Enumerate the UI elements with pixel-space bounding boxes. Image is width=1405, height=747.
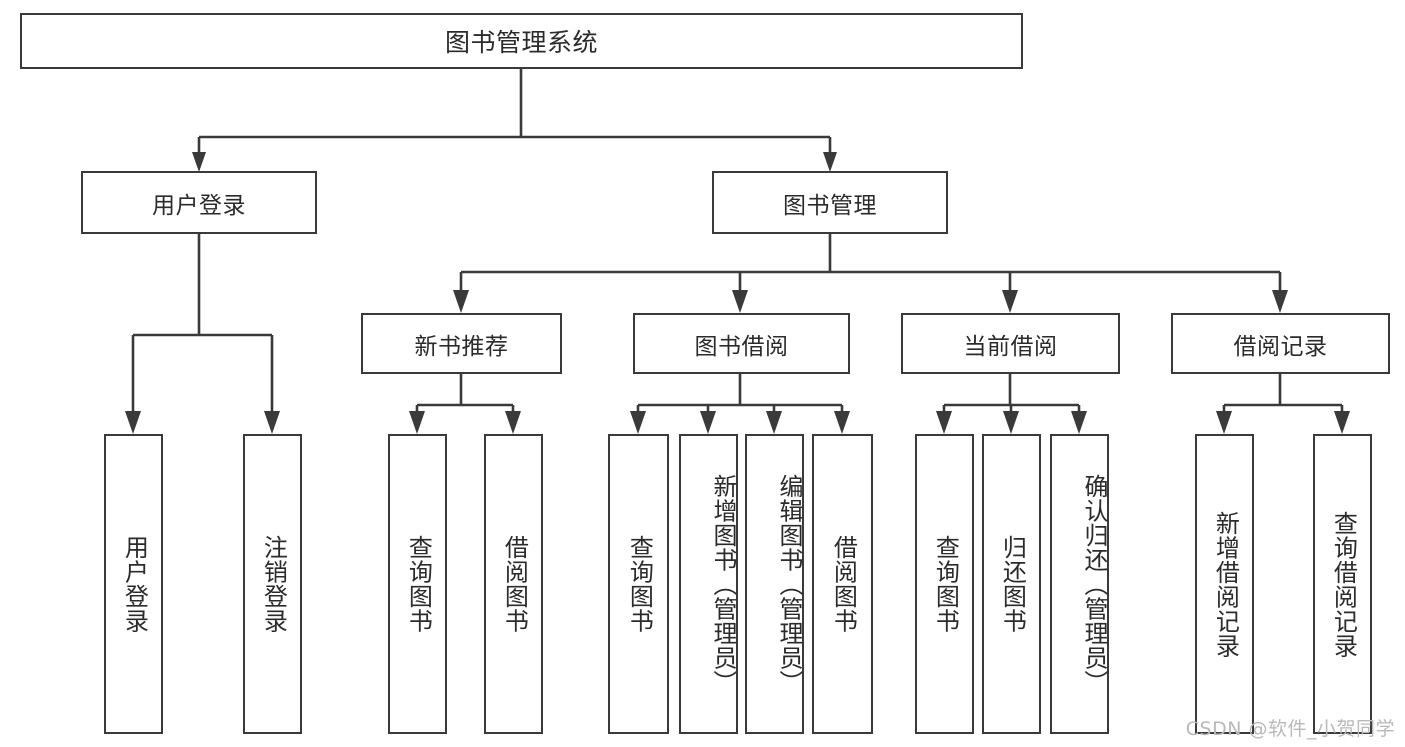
leaf-user-login-signout[interactable]: 注销登录 xyxy=(243,434,302,734)
leaf-book-borrow-edit-book-admin[interactable]: 编辑图书（管理员） xyxy=(745,434,804,734)
leaf-book-borrow-add-book-admin[interactable]: 新增图书（管理员） xyxy=(679,434,738,734)
node-root-book-management-system[interactable]: 图书管理系统 xyxy=(20,13,1023,69)
leaf-user-login-signin[interactable]: 用户登录 xyxy=(104,434,163,734)
csdn-watermark: CSDN @软件_小贺同学 xyxy=(1185,718,1395,740)
node-user-login[interactable]: 用户登录 xyxy=(81,171,317,234)
node-book-borrow[interactable]: 图书借阅 xyxy=(633,313,850,374)
node-book-management[interactable]: 图书管理 xyxy=(712,171,948,234)
node-new-book-recommendation[interactable]: 新书推荐 xyxy=(361,313,562,374)
leaf-current-borrow-return-books[interactable]: 归还图书 xyxy=(982,434,1041,734)
node-borrow-record[interactable]: 借阅记录 xyxy=(1171,313,1390,374)
leaf-new-book-query-books[interactable]: 查询图书 xyxy=(388,434,447,734)
leaf-borrow-record-query-record[interactable]: 查询借阅记录 xyxy=(1313,434,1372,734)
node-current-borrow[interactable]: 当前借阅 xyxy=(901,313,1120,374)
leaf-borrow-record-add-record[interactable]: 新增借阅记录 xyxy=(1195,434,1254,734)
leaf-current-borrow-confirm-return-admin[interactable]: 确认归还（管理员） xyxy=(1050,434,1109,734)
leaf-new-book-borrow-books[interactable]: 借阅图书 xyxy=(484,434,543,734)
leaf-book-borrow-query-books[interactable]: 查询图书 xyxy=(608,434,669,734)
leaf-current-borrow-query-books[interactable]: 查询图书 xyxy=(915,434,974,734)
leaf-book-borrow-borrow-books[interactable]: 借阅图书 xyxy=(812,434,873,734)
